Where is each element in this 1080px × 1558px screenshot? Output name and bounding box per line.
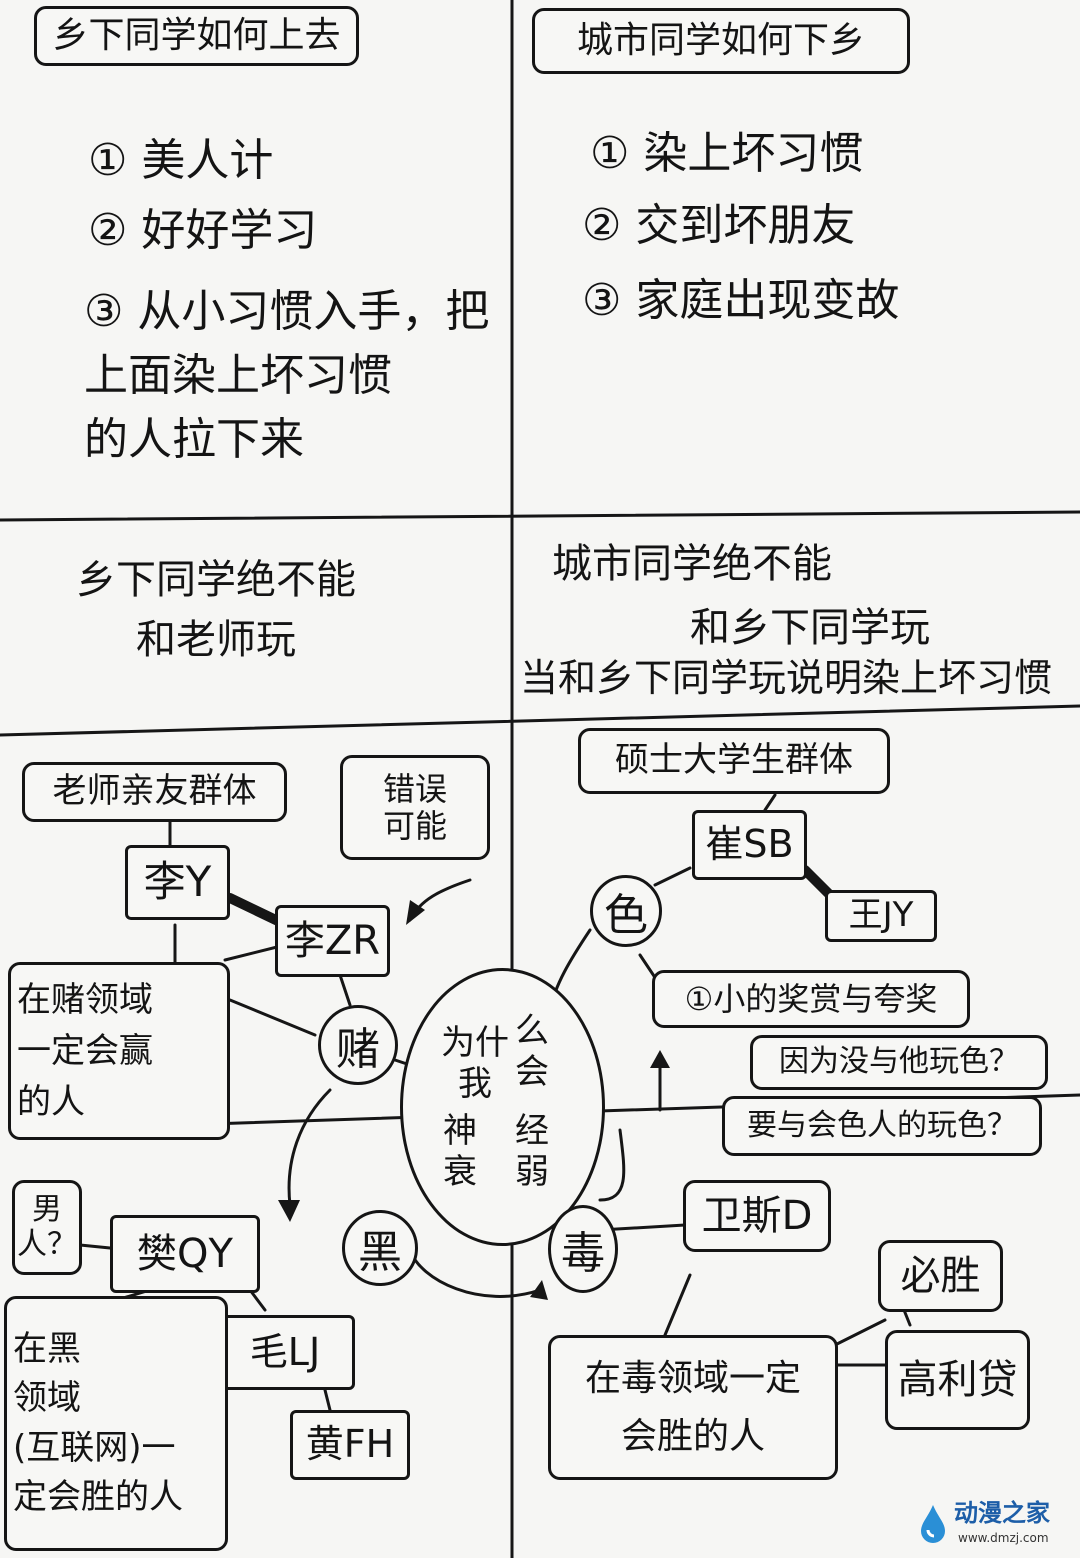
right-title-box: 城市同学如何下乡 (532, 8, 910, 74)
male: 男 人？ (17, 1192, 77, 1262)
center-text-2: 么 会 (515, 1011, 549, 1092)
lust-circle: 色 (590, 875, 662, 947)
left-item-2: ② 好好学习 (88, 205, 318, 256)
center-text-4: 经 弱 (515, 1111, 549, 1192)
left-item-1: ① 美人计 (88, 135, 274, 186)
li-zr-box: 李ZR (275, 905, 390, 977)
huang-fh-box: 黄FH (290, 1410, 410, 1480)
black-winner: 在黑 领域 (互联网)一 定会胜的人 (13, 1328, 183, 1517)
male-box: 男 人？ (12, 1180, 82, 1275)
poison: 毒 (561, 1228, 605, 1279)
poison-winner: 在毒领域一定 会胜的人 (584, 1357, 801, 1457)
right-item-1: ① 染上坏习惯 (590, 128, 864, 179)
teacher-group: 老师亲友群体 (52, 771, 257, 812)
fan-qy-box: 樊QY (110, 1215, 260, 1293)
error-possible-box: 错误 可能 (340, 755, 490, 860)
right-rule-2: 和乡下同学玩 (690, 605, 930, 651)
huang-fh: 黄FH (305, 1422, 395, 1467)
watermark-name: 动漫之家 (954, 1499, 1050, 1527)
black: 黑 (358, 1227, 402, 1278)
left-title: 乡下同学如何上去 (52, 15, 341, 57)
right-rule-3: 当和乡下同学玩说明染上坏习惯 (520, 656, 1053, 700)
weisi-d: 卫斯D (701, 1193, 813, 1239)
cui-sb-box: 崔SB (692, 810, 807, 880)
li-zr: 李ZR (284, 918, 381, 964)
right-item-3: ③ 家庭出现变故 (582, 275, 900, 326)
award: ①小的奖赏与夸奖 (684, 979, 938, 1018)
fan-qy: 樊QY (137, 1231, 233, 1277)
q2: 要与会色人的玩色？ (747, 1107, 1017, 1143)
wang-jy-box: 王JY (825, 890, 937, 942)
gamble-winner-box: 在赌领域 一定会赢 的人 (8, 962, 230, 1140)
droplet-icon (918, 1503, 948, 1543)
gamble: 赌 (336, 1024, 380, 1075)
cui-sb: 崔SB (705, 822, 794, 867)
master-group-box: 硕士大学生群体 (578, 728, 890, 794)
watermark: 动漫之家 www.dmzj.com (918, 1495, 1073, 1550)
lust: 色 (604, 890, 648, 941)
award-box: ①小的奖赏与夸奖 (652, 970, 970, 1028)
must-win: 必胜 (900, 1253, 981, 1299)
q1-box: 因为没与他玩色？ (750, 1035, 1048, 1090)
li-y: 李Y (143, 857, 212, 907)
center-oval: 为什 我 么 会 神 衰 经 弱 (400, 968, 605, 1246)
right-item-2: ② 交到坏朋友 (582, 200, 856, 251)
left-title-box: 乡下同学如何上去 (34, 6, 359, 66)
black-winner-box: 在黑 领域 (互联网)一 定会胜的人 (4, 1296, 228, 1551)
right-title: 城市同学如何下乡 (576, 20, 865, 62)
loan-box: 高利贷 (885, 1330, 1030, 1430)
master-group: 硕士大学生群体 (615, 740, 853, 781)
mao-lj-box: 毛LJ (215, 1315, 355, 1390)
q1: 因为没与他玩色？ (779, 1044, 1019, 1080)
error-possible: 错误 可能 (382, 769, 447, 845)
watermark-url: www.dmzj.com (958, 1531, 1049, 1545)
poison-circle: 毒 (548, 1205, 618, 1293)
gamble-winner: 在赌领域 一定会赢 的人 (17, 979, 153, 1122)
mao-lj: 毛LJ (249, 1329, 321, 1374)
center-text-1: 为什 我 (441, 1023, 509, 1104)
loan: 高利贷 (897, 1357, 1018, 1403)
right-rule-1: 城市同学绝不能 (552, 541, 832, 587)
gamble-circle: 赌 (318, 1005, 398, 1085)
black-circle: 黑 (342, 1210, 418, 1286)
must-win-box: 必胜 (878, 1240, 1003, 1312)
wang-jy: 王JY (848, 895, 914, 936)
center-text-3: 神 衰 (443, 1111, 477, 1192)
teacher-group-box: 老师亲友群体 (22, 762, 287, 822)
li-y-box: 李Y (125, 845, 230, 920)
left-rule: 乡下同学绝不能 和老师玩 (76, 557, 356, 663)
poison-winner-box: 在毒领域一定 会胜的人 (548, 1335, 838, 1480)
weisi-d-box: 卫斯D (683, 1180, 831, 1252)
left-item-3: ③ 从小习惯入手，把 上面染上坏习惯 的人拉下来 (84, 286, 490, 465)
q2-box: 要与会色人的玩色？ (722, 1096, 1042, 1156)
